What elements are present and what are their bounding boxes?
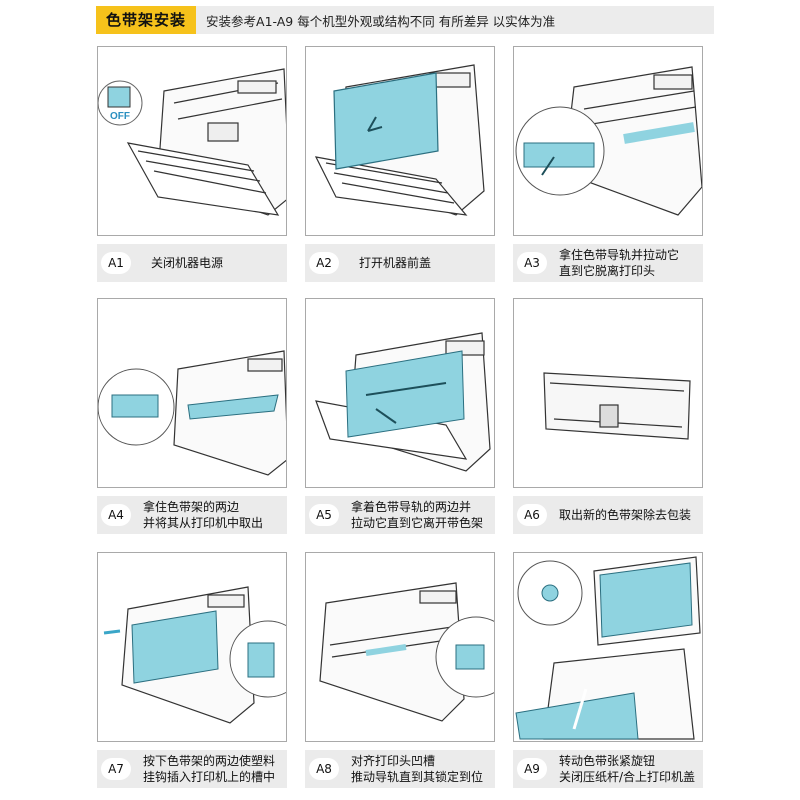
printer-insert-ribbon-illustration (98, 553, 286, 741)
step-a7: A7 按下色带架的两边使塑料 挂钩插入打印机上的槽中 (97, 552, 287, 750)
section-title: 色带架安装 (96, 6, 196, 34)
step-illustration (513, 46, 703, 236)
step-caption: A3 拿住色带导轨并拉动它 直到它脱离打印头 (513, 244, 703, 282)
step-illustration: OFF (97, 46, 287, 236)
step-a3: A3 拿住色带导轨并拉动它 直到它脱离打印头 (513, 46, 703, 244)
printer-power-off-illustration: OFF (98, 47, 286, 235)
step-text: 转动色带张紧旋钮 关闭压纸杆/合上打印机盖 (559, 753, 695, 785)
step-caption: A7 按下色带架的两边使塑料 挂钩插入打印机上的槽中 (97, 750, 287, 788)
step-number-badge: A3 (517, 252, 547, 274)
step-a8: A8 对齐打印头凹槽 推动导轨直到其锁定到位 (305, 552, 495, 750)
step-caption: A2 打开机器前盖 (305, 244, 495, 282)
step-number-badge: A2 (309, 252, 339, 274)
step-text: 打开机器前盖 (359, 255, 431, 271)
step-caption: A5 拿着色带导轨的两边并 拉动它直到它离开带色架 (305, 496, 495, 534)
printer-pull-guide-illustration (514, 47, 702, 235)
step-text: 取出新的色带架除去包装 (559, 507, 691, 523)
printer-remove-guide-illustration (306, 299, 494, 487)
step-illustration (513, 552, 703, 742)
printer-open-cover-illustration (306, 47, 494, 235)
off-label: OFF (110, 111, 130, 122)
step-number-badge: A6 (517, 504, 547, 526)
step-a4: A4 拿住色带架的两边 并将其从打印机中取出 (97, 298, 287, 496)
step-number-badge: A9 (517, 758, 547, 780)
step-caption: A9 转动色带张紧旋钮 关闭压纸杆/合上打印机盖 (513, 750, 703, 788)
step-text: 关闭机器电源 (151, 255, 223, 271)
step-number-badge: A8 (309, 758, 339, 780)
new-ribbon-cartridge-illustration (514, 299, 702, 487)
section-header: 色带架安装 安装参考A1-A9 每个机型外观或结构不同 有所差异 以实体为准 (96, 6, 714, 34)
step-caption: A6 取出新的色带架除去包装 (513, 496, 703, 534)
step-text: 拿住色带架的两边 并将其从打印机中取出 (143, 499, 263, 531)
step-number-badge: A5 (309, 504, 339, 526)
section-note: 安装参考A1-A9 每个机型外观或结构不同 有所差异 以实体为准 (206, 11, 555, 30)
step-illustration (513, 298, 703, 488)
step-caption: A1 关闭机器电源 (97, 244, 287, 282)
step-illustration (305, 298, 495, 488)
step-text: 对齐打印头凹槽 推动导轨直到其锁定到位 (351, 753, 483, 785)
step-illustration (97, 298, 287, 488)
step-text: 拿着色带导轨的两边并 拉动它直到它离开带色架 (351, 499, 483, 531)
step-illustration (97, 552, 287, 742)
printer-close-cover-illustration (514, 553, 702, 741)
step-a6: A6 取出新的色带架除去包装 (513, 298, 703, 496)
step-number-badge: A1 (101, 252, 131, 274)
step-text: 按下色带架的两边使塑料 挂钩插入打印机上的槽中 (143, 753, 275, 785)
step-illustration (305, 46, 495, 236)
step-a2: A2 打开机器前盖 (305, 46, 495, 244)
step-number-badge: A4 (101, 504, 131, 526)
printer-align-head-illustration (306, 553, 494, 741)
step-a5: A5 拿着色带导轨的两边并 拉动它直到它离开带色架 (305, 298, 495, 496)
step-illustration (305, 552, 495, 742)
step-a9: A9 转动色带张紧旋钮 关闭压纸杆/合上打印机盖 (513, 552, 703, 750)
step-caption: A8 对齐打印头凹槽 推动导轨直到其锁定到位 (305, 750, 495, 788)
step-a1: OFF A1 关闭机器电源 (97, 46, 287, 244)
step-caption: A4 拿住色带架的两边 并将其从打印机中取出 (97, 496, 287, 534)
printer-remove-ribbon-illustration (98, 299, 286, 487)
step-text: 拿住色带导轨并拉动它 直到它脱离打印头 (559, 247, 679, 279)
step-number-badge: A7 (101, 758, 131, 780)
